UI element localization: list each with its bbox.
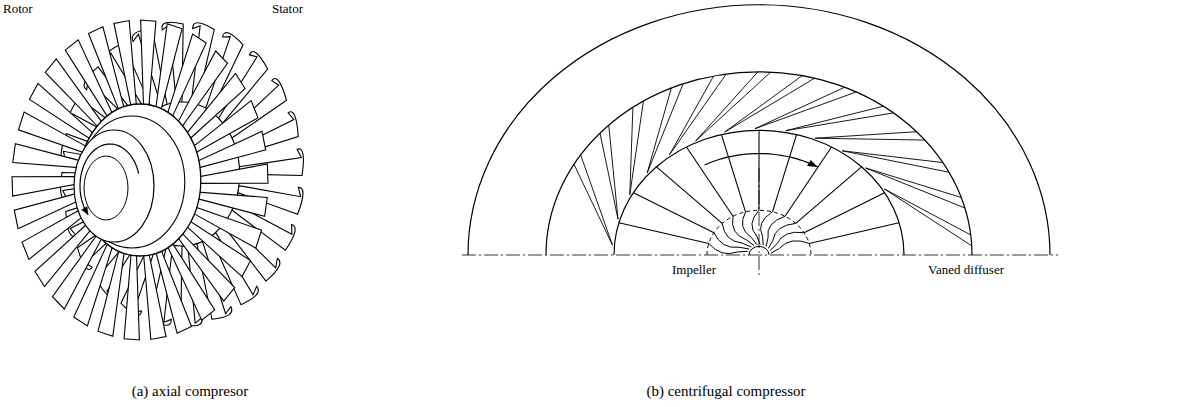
diffuser-vane	[866, 168, 965, 208]
diffuser-vane	[574, 164, 612, 245]
center-line	[759, 168, 760, 276]
impeller-blade	[796, 167, 862, 224]
rotation-arrow	[705, 154, 818, 167]
rotor-blade	[88, 27, 124, 111]
diffuser-vanes	[574, 72, 972, 246]
diffuser-vane	[755, 92, 856, 129]
diffuser-vane	[630, 101, 644, 195]
diffuser-vane	[884, 189, 971, 246]
diffuser-vane	[669, 76, 713, 155]
axial-compressor-drawing	[12, 20, 303, 340]
arrow-head	[807, 160, 818, 167]
impeller-blade	[633, 193, 714, 233]
rotor-blade	[199, 164, 268, 183]
inducer-blade	[714, 233, 749, 249]
rotor-blade	[156, 24, 182, 111]
hub-boss	[84, 156, 128, 220]
inducer-blade	[770, 232, 804, 251]
inducer-blade	[709, 243, 748, 253]
diffuser-vane	[696, 72, 758, 141]
impeller-blade	[804, 193, 885, 233]
diffuser-vane	[815, 132, 916, 138]
caption: (b) centrifugal compressor	[646, 382, 805, 400]
inducer-blade	[768, 223, 795, 248]
rotor-blade	[13, 144, 83, 168]
part-label: Impeller	[672, 262, 716, 278]
impeller-blade	[656, 167, 722, 224]
diffuser-vane	[581, 155, 613, 245]
diffuser-vane	[669, 74, 726, 155]
hub-face	[74, 130, 154, 242]
rotor-blade	[124, 253, 139, 340]
rotor-blades	[12, 20, 268, 340]
rotor-blade	[12, 177, 81, 196]
diffuser-vane	[600, 133, 618, 219]
diffuser-vane	[884, 189, 970, 235]
impeller-blade	[619, 223, 709, 244]
center-line	[462, 255, 1058, 256]
diffuser-vane	[609, 125, 618, 219]
diffuser-arc	[546, 72, 972, 255]
part-label: Vaned diffuser	[928, 262, 1004, 278]
part-label: Rotor	[3, 1, 33, 17]
inducer-blade	[761, 212, 773, 246]
rotation-arrow	[80, 144, 139, 215]
arrow-head	[81, 206, 88, 215]
diffuser-vane	[815, 138, 925, 140]
diffuser-vane	[842, 151, 943, 163]
rotor-blade	[156, 249, 192, 333]
diffuser-vane	[866, 168, 962, 198]
stator-blades	[61, 22, 304, 325]
diffuser-vane	[755, 87, 844, 128]
diffuser-vane	[786, 106, 884, 130]
impeller-blade	[772, 135, 796, 212]
diffuser-vane	[647, 84, 683, 173]
rotor-blade	[141, 20, 156, 107]
rotor-blade	[197, 192, 267, 216]
caption: (a) axial compresor	[132, 382, 249, 400]
inducer-blade	[771, 241, 809, 254]
part-label: Stator	[272, 1, 303, 17]
inducer-blade	[722, 223, 751, 247]
inducer-blade	[742, 212, 757, 245]
diffuser-vane	[725, 78, 815, 132]
diffuser-vane	[786, 113, 894, 131]
diffuser-vane	[630, 107, 633, 194]
inducer-blade	[766, 216, 785, 246]
impeller-blade	[809, 223, 899, 244]
impeller-blade	[721, 135, 745, 212]
diffuser-vane	[647, 88, 671, 173]
rotor-blade	[98, 249, 124, 336]
